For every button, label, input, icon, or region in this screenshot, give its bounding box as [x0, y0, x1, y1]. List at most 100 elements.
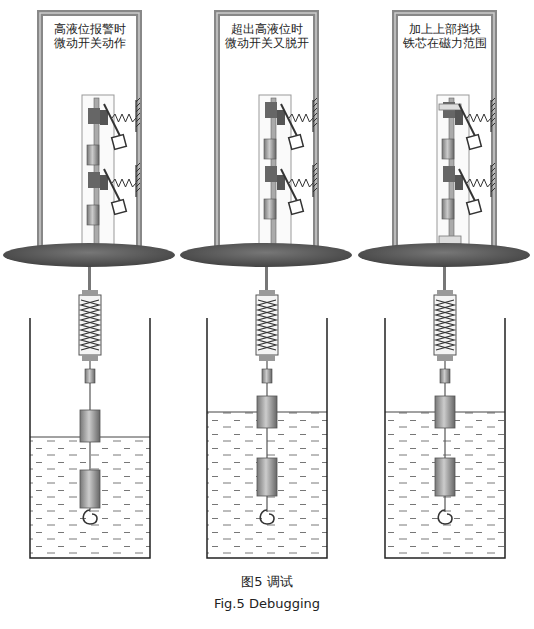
stroke	[313, 168, 317, 172]
spring	[289, 114, 313, 122]
stroke	[136, 183, 140, 187]
frame	[395, 13, 494, 251]
float	[435, 458, 455, 496]
stroke	[40, 13, 139, 251]
weight-hook	[260, 510, 274, 524]
stroke	[437, 355, 453, 361]
float	[435, 396, 455, 428]
panel	[3, 13, 175, 558]
stroke	[136, 118, 140, 122]
stroke	[491, 118, 495, 122]
core	[88, 172, 100, 188]
plate	[3, 243, 175, 267]
stroke	[313, 178, 317, 182]
stroke	[136, 98, 140, 102]
panel-note: 超出高液位时 微动开关又脱开	[224, 22, 310, 50]
weight-hook	[83, 510, 97, 524]
micro-switch	[100, 110, 108, 125]
magnet	[264, 139, 276, 159]
weight	[112, 135, 127, 150]
stroke	[136, 113, 140, 117]
bellows	[256, 295, 278, 355]
stroke	[136, 103, 140, 107]
stroke	[81, 300, 99, 350]
stroke	[259, 290, 275, 296]
stroke	[491, 113, 495, 117]
float	[80, 470, 100, 508]
stroke	[313, 103, 317, 107]
weight-hook	[438, 510, 452, 524]
stroke	[136, 178, 140, 182]
stroke	[136, 108, 140, 112]
stroke	[136, 188, 140, 192]
spring	[112, 114, 136, 122]
stroke	[313, 98, 317, 102]
stroke	[136, 163, 140, 167]
stroke	[313, 173, 317, 177]
frame	[217, 13, 316, 251]
stroke	[136, 168, 140, 172]
stroke	[259, 355, 275, 361]
stroke	[491, 168, 495, 172]
stroke	[491, 103, 495, 107]
core	[265, 102, 277, 118]
spring	[467, 114, 491, 122]
core	[265, 166, 277, 182]
spring	[289, 179, 313, 187]
stroke	[491, 108, 495, 112]
stroke	[258, 300, 276, 350]
caption-english: Fig.5 Debugging	[0, 596, 534, 612]
spring	[467, 179, 491, 187]
magnet	[442, 139, 454, 159]
panel	[180, 13, 352, 558]
stroke	[491, 98, 495, 102]
spring	[112, 179, 136, 187]
stroke	[436, 300, 454, 350]
stroke	[217, 13, 316, 251]
magnet	[442, 199, 454, 219]
micro-switch	[455, 110, 463, 125]
stop-block	[439, 236, 461, 244]
bellows	[434, 295, 456, 355]
magnet	[87, 145, 99, 165]
panel	[358, 13, 530, 558]
magnet	[264, 199, 276, 219]
core	[443, 166, 455, 182]
tank	[385, 318, 505, 558]
micro-switch	[455, 175, 463, 190]
stroke	[491, 163, 495, 167]
bellows	[79, 295, 101, 355]
stroke	[81, 300, 99, 350]
stroke	[313, 163, 317, 167]
connector	[440, 369, 450, 383]
weight	[112, 200, 127, 215]
stroke	[313, 123, 317, 127]
stroke	[82, 290, 98, 296]
stroke	[258, 300, 276, 350]
core	[88, 108, 100, 124]
weight	[289, 200, 304, 215]
caption: 图5 调试	[0, 574, 534, 590]
connector	[262, 369, 272, 383]
plate	[358, 243, 530, 267]
plate	[180, 243, 352, 267]
float	[257, 396, 277, 428]
stroke	[313, 113, 317, 117]
stroke	[491, 178, 495, 182]
stroke	[437, 290, 453, 296]
stroke	[82, 355, 98, 361]
tank	[30, 318, 150, 558]
stroke	[395, 13, 494, 251]
panel-note: 高液位报警时 微动开关动作	[47, 22, 133, 50]
micro-switch	[277, 110, 285, 125]
frame	[40, 13, 139, 251]
connector	[85, 369, 95, 383]
float	[80, 410, 100, 442]
stroke	[313, 118, 317, 122]
stroke	[313, 183, 317, 187]
stroke	[136, 123, 140, 127]
wire	[89, 361, 90, 410]
tank	[207, 318, 327, 558]
